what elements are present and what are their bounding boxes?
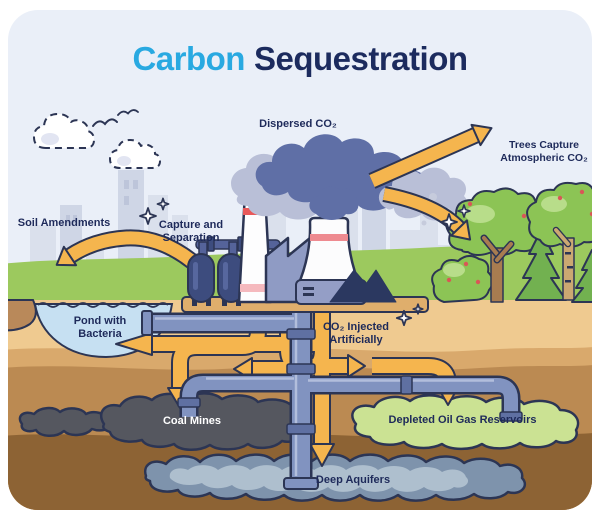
- label-pond-bacteria: Pond with Bacteria: [73, 315, 127, 341]
- capture-tanks: [187, 253, 245, 306]
- aquifer-band: [143, 453, 527, 502]
- title-word-sequestration: Sequestration: [253, 40, 468, 77]
- pine-tree: [571, 249, 592, 303]
- label-trees-capture: Trees Capture Atmospheric CO₂: [500, 139, 588, 164]
- label-depleted-reservoirs: Depleted Oil Gas Reservoirs: [388, 414, 537, 426]
- factory-illustration: [187, 191, 397, 306]
- pine-tree: [515, 229, 567, 301]
- arrow-dispersed-up: [368, 123, 493, 189]
- label-soil-amendments: Soil Amendments: [17, 217, 111, 229]
- arrow-to-pond: [115, 332, 153, 356]
- arrow-right-branch: [347, 354, 366, 378]
- arrow-to-aquifer: [309, 443, 335, 467]
- bird-icon: [92, 109, 139, 127]
- trees-group: [431, 181, 592, 303]
- label-co2-injected: CO₂ Injected Artificially: [322, 321, 389, 347]
- coal-pile: [329, 269, 397, 303]
- arrow-soil-amendments: [55, 229, 206, 275]
- label-deep-aquifers: Deep Aquifers: [315, 474, 391, 486]
- coal-mine-blob: [18, 392, 307, 451]
- label-capture-separation: Capture and Separation: [158, 219, 224, 245]
- cloud-icon: [33, 113, 161, 169]
- injection-pipe-network: [141, 302, 523, 490]
- label-coal-mines: Coal Mines: [162, 415, 222, 427]
- sparkle-icon: [139, 197, 471, 327]
- title-word-carbon: Carbon: [132, 40, 245, 77]
- label-dispersed-co2: Dispersed CO₂: [259, 118, 337, 130]
- oil-gas-reservoir-blob: [351, 394, 580, 451]
